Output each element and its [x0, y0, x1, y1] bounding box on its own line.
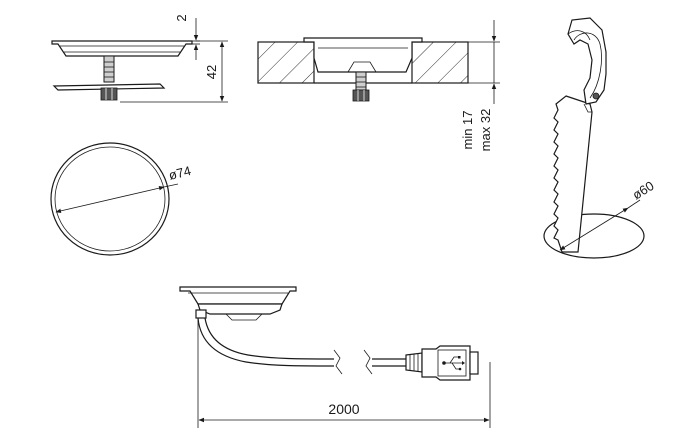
max-thickness-label: max 32	[478, 109, 493, 152]
plug-with-cable	[179, 286, 479, 381]
diameter-60-label: ø60	[630, 178, 657, 203]
min-thickness-label: min 17	[460, 110, 475, 149]
plug-top-view: ø74	[50, 142, 192, 256]
dimension-cable-length: 2000	[197, 318, 491, 428]
dimension-total-height: 42	[120, 40, 228, 103]
usb-symbol-icon	[442, 356, 465, 371]
plug-side-view	[51, 40, 193, 101]
dimension-2-label: 2	[174, 14, 189, 21]
section-view	[257, 37, 469, 102]
hole-cutting-tool: ø60	[543, 17, 657, 259]
diameter-74-label: ø74	[167, 163, 192, 183]
dimension-42-label: 42	[204, 65, 219, 79]
dimension-worktop-thickness: min 17 max 32	[460, 20, 500, 151]
length-2000-label: 2000	[328, 401, 359, 417]
